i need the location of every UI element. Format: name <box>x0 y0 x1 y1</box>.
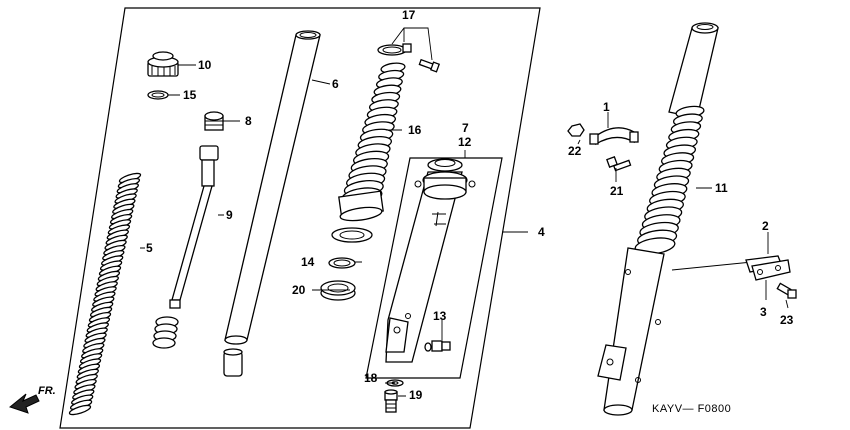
spring-seat <box>204 111 224 131</box>
callout-5: 5 <box>146 241 153 255</box>
guide-bolt <box>776 282 797 299</box>
fork-boot <box>338 62 406 222</box>
hose-guide <box>745 255 791 281</box>
callout-23: 23 <box>780 313 794 327</box>
drain-bolt <box>424 340 451 352</box>
callout-1: 1 <box>603 100 610 114</box>
oil-bolt-cap <box>147 51 179 77</box>
fork-clamp <box>589 127 639 146</box>
exploded-frame <box>59 7 541 429</box>
callout-21: 21 <box>610 184 624 198</box>
callout-11: 11 <box>715 181 728 195</box>
fork-spring <box>68 172 142 416</box>
callout-6: 6 <box>332 77 339 91</box>
callout-17: 17 <box>402 8 416 22</box>
hex-nut <box>567 123 585 137</box>
callout-3: 3 <box>760 305 767 319</box>
boot-clamp <box>377 43 412 56</box>
callout-20: 20 <box>292 283 306 297</box>
oil-seal <box>320 280 356 301</box>
sub-assembly-frame <box>365 157 503 379</box>
callout-8: 8 <box>245 114 252 128</box>
callout-9: 9 <box>226 208 233 222</box>
socket-bolt <box>384 389 398 413</box>
callout-12: 12 <box>458 135 472 149</box>
front-label: FR. <box>38 385 56 397</box>
callout-10: 10 <box>198 58 212 72</box>
stopper-ring <box>328 257 356 269</box>
callout-14: 14 <box>301 255 315 269</box>
front-arrow-icon: FR. <box>8 385 56 414</box>
callout-18: 18 <box>364 371 378 385</box>
callout-16: 16 <box>408 123 422 137</box>
callout-22: 22 <box>568 144 582 158</box>
o-ring <box>147 90 169 100</box>
figure-code: KAYV— F0800 <box>652 403 731 415</box>
callout-7: 7 <box>462 121 469 135</box>
dust-seal <box>331 227 373 243</box>
leader-lines <box>140 27 789 397</box>
clamp-bolt-lower <box>606 156 632 172</box>
callout-13: 13 <box>433 309 447 323</box>
clamp-bolt <box>418 58 441 73</box>
fork-pipe <box>224 30 321 345</box>
callout-4: 4 <box>538 225 545 239</box>
oil-lock-piece <box>223 348 243 377</box>
callout-15: 15 <box>183 88 197 102</box>
damper-rod <box>169 145 219 309</box>
rebound-spring <box>152 316 179 349</box>
assembled-fork <box>597 22 719 416</box>
callout-2: 2 <box>762 219 769 233</box>
fork-slider <box>385 158 476 363</box>
callout-19: 19 <box>409 388 423 402</box>
